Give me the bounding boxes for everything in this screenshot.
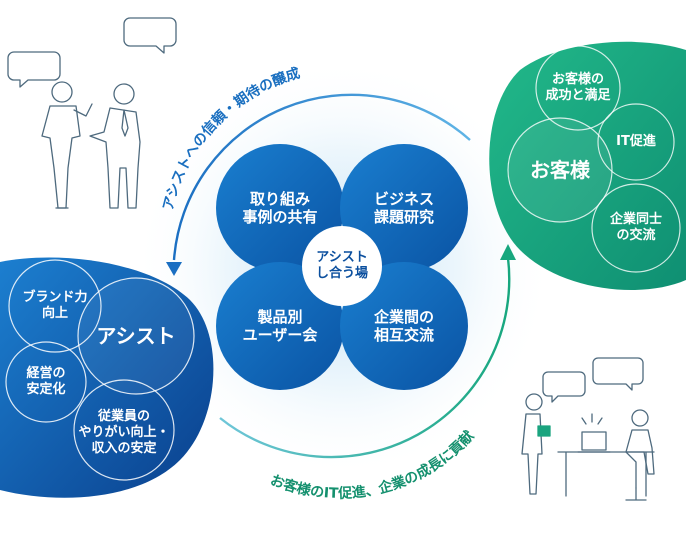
person-icon — [625, 409, 655, 501]
discussion-illustration — [7, 17, 177, 209]
customer-blob — [489, 41, 686, 290]
quad-label-bottom-left: 製品別 ユーザー会 — [242, 307, 318, 344]
speech-bubble-icon — [542, 371, 586, 403]
customer-circle-success: お客様の 成功と満足 — [545, 72, 611, 103]
assist-circle-employee: 従業員の やりがい向上・ 収入の安定 — [78, 409, 170, 456]
assist-circle-brand: ブランド力 向上 — [22, 290, 88, 321]
person-icon — [41, 81, 93, 209]
quad-label-top-left: 取り組み 事例の共有 — [242, 189, 318, 226]
hub-label: アシスト し合う場 — [315, 250, 368, 281]
customer-title: お客様 — [530, 157, 590, 182]
assist-title: アシスト — [96, 323, 176, 348]
speech-bubble-icon — [123, 17, 177, 54]
assist-blob — [0, 257, 214, 498]
quad-circle-bl — [216, 262, 344, 390]
quad-label-bottom-right: 企業間の 相互交流 — [373, 307, 434, 344]
person-icon — [521, 393, 551, 495]
speech-bubble-icon — [592, 357, 644, 391]
customer-circle-it: IT促進 — [616, 134, 656, 150]
office-illustration — [521, 357, 655, 501]
customer-circle-exchange: 企業同士 の交流 — [609, 212, 662, 243]
person-icon — [89, 83, 141, 209]
speech-bubble-icon — [7, 51, 61, 88]
hub-circle — [302, 226, 382, 306]
arc-bottom-arrow — [219, 244, 516, 459]
quad-circle-br — [340, 262, 468, 390]
arc-top-arrow — [166, 93, 471, 276]
quad-label-top-right: ビジネス 課題研究 — [373, 189, 434, 226]
assist-circle-stability: 経営の 安定化 — [26, 366, 66, 397]
